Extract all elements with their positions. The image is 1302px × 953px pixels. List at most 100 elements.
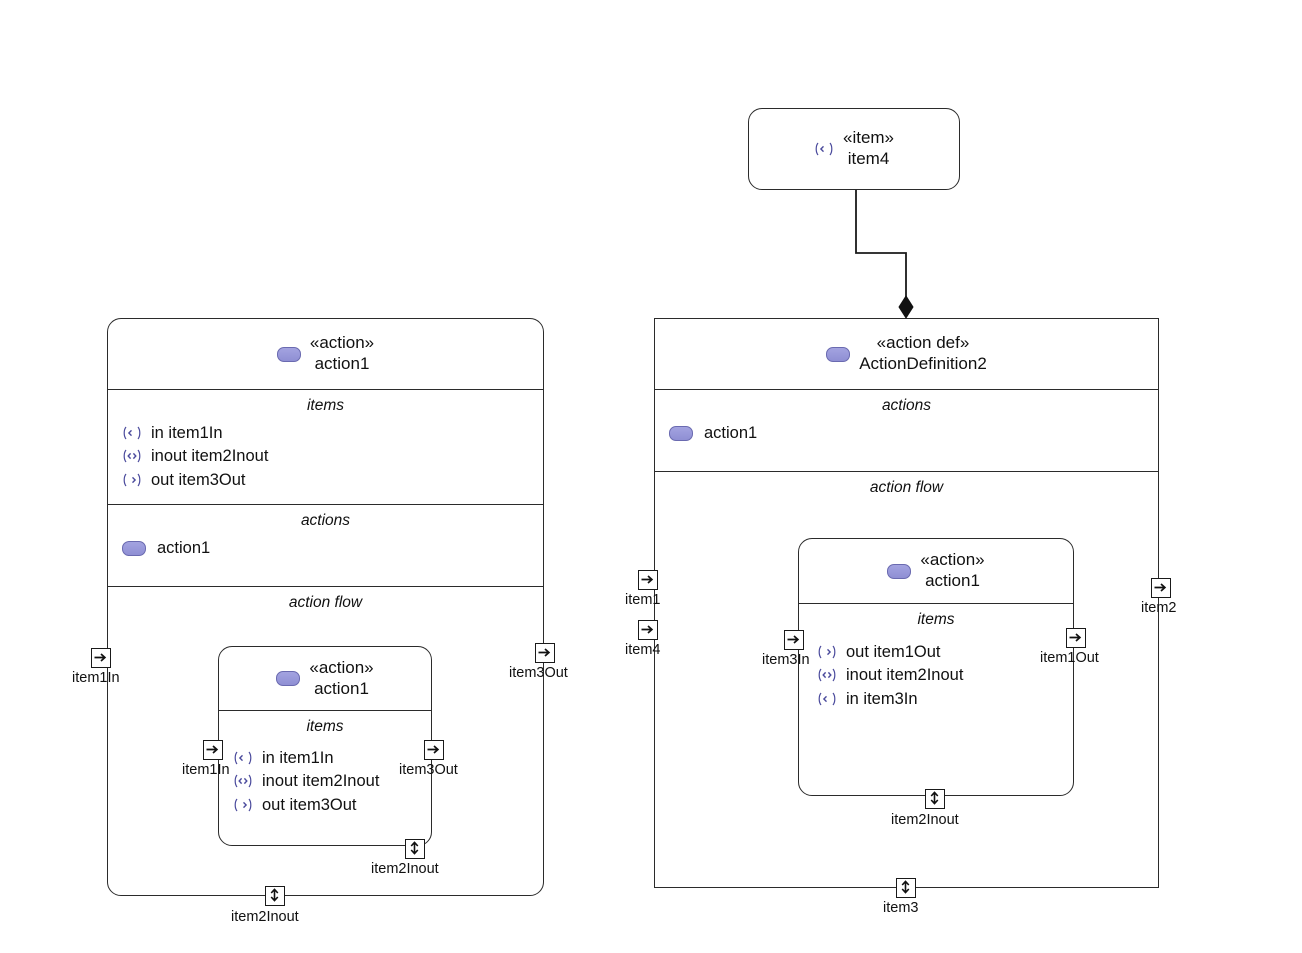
port-item1in[interactable]: [91, 648, 111, 668]
connector-path: [855, 190, 907, 300]
action-pill-icon: [122, 540, 146, 556]
right-actions-compartment: actions action1: [655, 389, 1158, 471]
port-inner-item3out[interactable]: [424, 740, 444, 760]
item4-name: item4: [847, 149, 890, 168]
list-item[interactable]: inout item2Inout: [219, 770, 431, 794]
port-inner-item2inout-right[interactable]: [925, 789, 945, 809]
left-action1-name: action1: [314, 354, 370, 373]
right-actions-list: action1: [655, 415, 1158, 445]
port-item2[interactable]: [1151, 578, 1171, 598]
list-item-label: in item3In: [846, 689, 918, 708]
port-label-inner-item2inout: item2Inout: [371, 861, 439, 877]
port-item1[interactable]: [638, 570, 658, 590]
list-item[interactable]: action1: [655, 421, 1158, 445]
left-actions-compartment: actions action1: [108, 504, 543, 586]
right-action-flow-caption: action flow: [869, 479, 944, 496]
port-label-item3: item3: [883, 900, 919, 916]
left-inner-items-list: in item1In inout item2Inout: [219, 736, 431, 817]
right-titles: «action def» ActionDefinition2: [859, 333, 987, 374]
left-action1-header: «action» action1: [108, 319, 543, 389]
port-label-item4: item4: [625, 642, 661, 658]
right-inner-items-caption: items: [917, 611, 955, 628]
right-header: «action def» ActionDefinition2: [655, 319, 1158, 389]
action-pill-icon: [276, 671, 301, 686]
list-item-label: inout item2Inout: [151, 447, 269, 465]
action-pill-icon: [276, 346, 301, 362]
item-inout-icon: [817, 667, 837, 683]
list-item[interactable]: inout item2Inout: [799, 664, 1073, 688]
item-in-icon: [233, 750, 253, 766]
right-inner-name: action1: [925, 571, 980, 590]
item4-keyword: «item»: [842, 128, 895, 148]
port-inner-item1out[interactable]: [1066, 628, 1086, 648]
item-inout-icon: [233, 773, 253, 789]
right-action-flow-compartment: action flow: [655, 471, 1158, 887]
left-inner-header: «action» action1: [219, 647, 431, 710]
left-actions-list: action1: [108, 530, 543, 560]
action-pill-icon: [826, 346, 851, 362]
item-out-icon: [233, 797, 253, 813]
list-item[interactable]: out item1Out: [799, 640, 1073, 664]
port-item3out[interactable]: [535, 643, 555, 663]
list-item[interactable]: out item3Out: [219, 793, 431, 817]
port-inner-item1in[interactable]: [203, 740, 223, 760]
list-item-label: action1: [157, 538, 211, 557]
left-items-compartment: items in item1In: [108, 389, 543, 504]
left-action-flow-compartment: action flow: [108, 586, 543, 894]
left-inner-items-compartment: items in item1In: [219, 710, 431, 847]
port-label-item3out: item3Out: [509, 665, 568, 681]
port-item2inout-outer[interactable]: [265, 886, 285, 906]
list-item-label: out item3Out: [151, 470, 246, 489]
list-item[interactable]: action1: [108, 536, 543, 560]
left-items-caption: items: [306, 397, 345, 414]
left-inner-keyword: «action»: [309, 657, 374, 677]
list-item-label: inout item2Inout: [846, 666, 964, 684]
list-item-label: in item1In: [262, 748, 334, 767]
left-actions-caption: actions: [300, 512, 351, 529]
port-item4[interactable]: [638, 620, 658, 640]
list-item[interactable]: inout item2Inout: [108, 445, 543, 469]
item4-block[interactable]: «item» item4: [748, 108, 960, 190]
port-label-inner-item1in: item1In: [182, 762, 230, 778]
item4-titles: «item» item4: [843, 128, 894, 169]
action-pill-icon: [887, 563, 912, 579]
list-item[interactable]: in item3In: [799, 687, 1073, 711]
port-label-item2inout-outer: item2Inout: [231, 909, 299, 925]
item-in-icon: [814, 141, 834, 157]
port-label-inner-item1out: item1Out: [1040, 650, 1099, 666]
item-in-icon: [122, 425, 142, 441]
list-item-label: inout item2Inout: [262, 772, 380, 790]
left-action1-titles: «action» action1: [310, 333, 374, 374]
list-item-label: action1: [704, 423, 758, 442]
right-inner-action1-block[interactable]: «action» action1 items out item1Out: [798, 538, 1074, 796]
port-item3[interactable]: [896, 878, 916, 898]
port-label-item2: item2: [1141, 600, 1177, 616]
item4-header: «item» item4: [749, 109, 959, 189]
list-item[interactable]: in item1In: [108, 421, 543, 445]
left-items-list: in item1In inout item2Inout: [108, 415, 543, 492]
composition-diamond-icon: [898, 295, 914, 319]
right-name: ActionDefinition2: [859, 354, 987, 373]
left-inner-items-caption: items: [306, 718, 344, 735]
list-item-label: in item1In: [151, 423, 223, 442]
right-inner-titles: «action» action1: [920, 550, 984, 591]
item-out-icon: [817, 644, 837, 660]
item-inout-icon: [122, 448, 142, 464]
right-inner-items-compartment: items out item1Out: [799, 603, 1073, 796]
item-out-icon: [122, 472, 142, 488]
action-pill-icon: [669, 425, 693, 441]
port-label-inner-item3out: item3Out: [399, 762, 458, 778]
list-item[interactable]: out item3Out: [108, 468, 543, 492]
right-inner-header: «action» action1: [799, 539, 1073, 603]
right-inner-keyword: «action»: [920, 550, 985, 570]
item-in-icon: [817, 691, 837, 707]
port-label-inner-item3in: item3In: [762, 652, 810, 668]
port-inner-item2inout[interactable]: [405, 839, 425, 859]
port-inner-item3in[interactable]: [784, 630, 804, 650]
list-item[interactable]: in item1In: [219, 746, 431, 770]
right-keyword: «action def»: [876, 333, 970, 353]
left-action-flow-caption: action flow: [288, 594, 363, 611]
port-label-item1: item1: [625, 592, 661, 608]
